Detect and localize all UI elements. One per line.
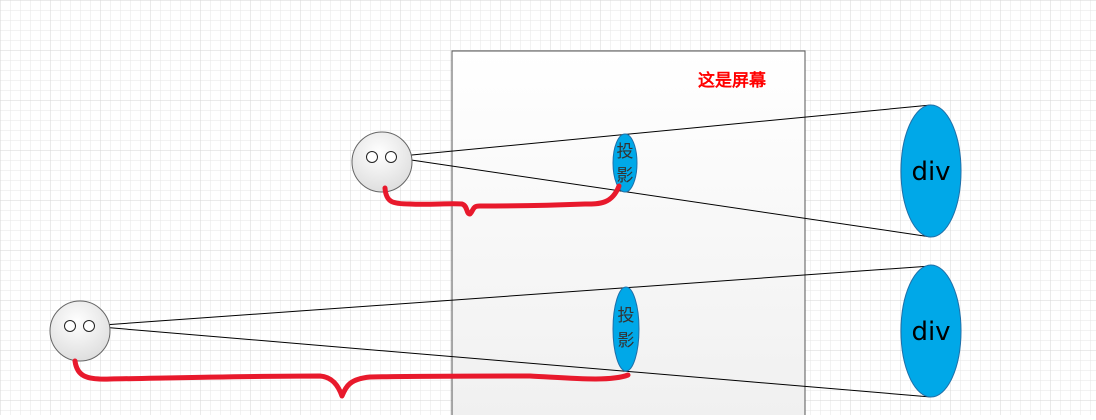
object-bottom-label: div xyxy=(911,317,950,347)
eye-ball xyxy=(49,300,111,362)
viewer-top xyxy=(351,131,413,193)
projection-bottom xyxy=(612,286,640,372)
sight-lines-top xyxy=(390,104,932,238)
eye-left-icon xyxy=(64,320,76,332)
eye-left-icon xyxy=(366,151,378,163)
distance-brace-top xyxy=(382,183,622,217)
eye-right-icon xyxy=(385,151,397,163)
eye-ball xyxy=(351,131,413,193)
projection-top xyxy=(612,133,638,193)
object-top-label: div xyxy=(911,157,950,187)
eye-right-icon xyxy=(83,320,95,332)
screen-label: 这是屏幕 xyxy=(698,70,767,91)
projection-bottom-char-1: 投 xyxy=(618,306,635,326)
object-top xyxy=(900,104,962,238)
projection-top-char-2: 影 xyxy=(617,166,634,186)
viewer-bottom xyxy=(49,300,111,362)
object-bottom xyxy=(900,264,962,398)
sight-lines-bottom xyxy=(88,265,932,398)
projection-bottom-char-2: 影 xyxy=(618,331,635,351)
projection-top-char-1: 投 xyxy=(617,142,634,162)
distance-brace-bottom xyxy=(72,358,631,399)
